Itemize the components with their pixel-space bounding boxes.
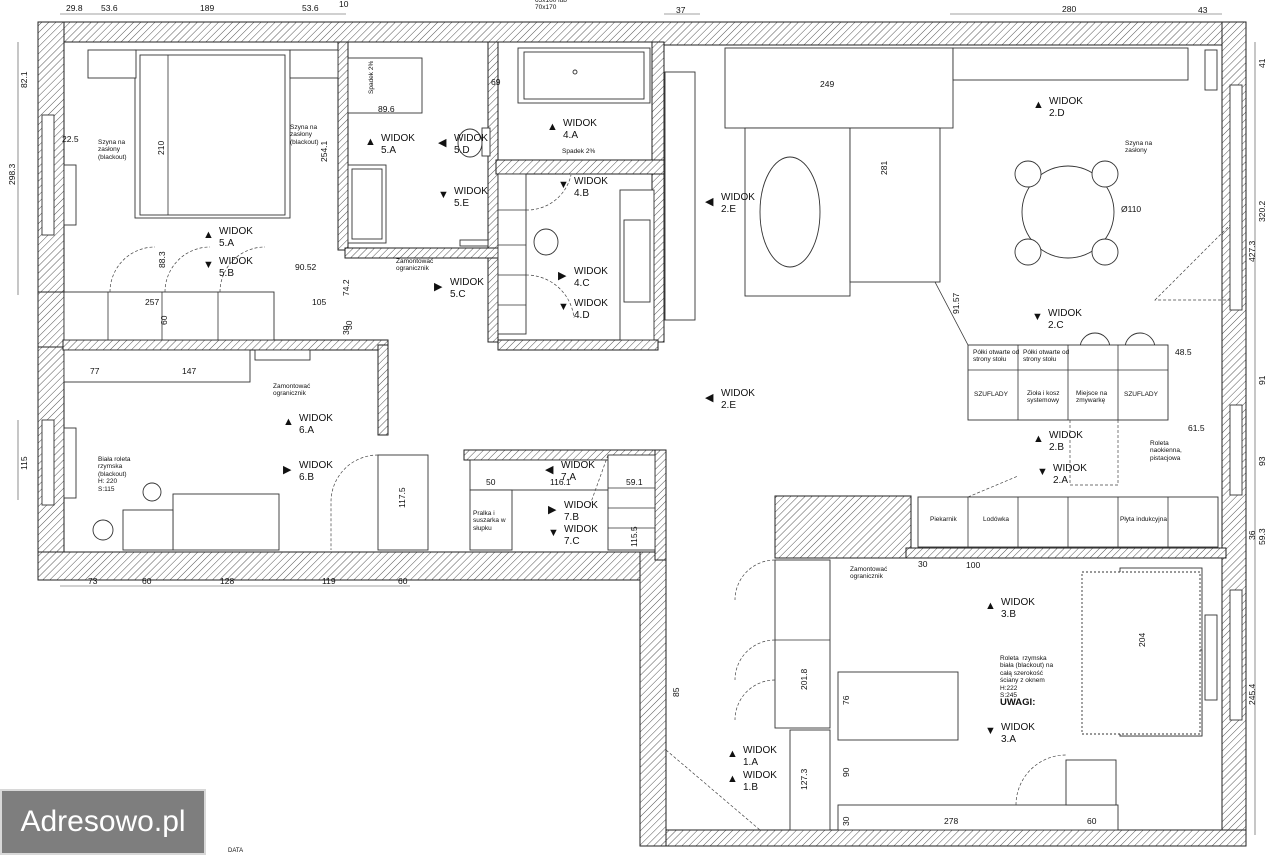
living-3 (837, 567, 1218, 831)
room-7 (469, 454, 656, 551)
room-6 (63, 349, 429, 551)
bathroom-5 (347, 57, 491, 247)
living-dining-2 (664, 47, 1231, 486)
windows (41, 49, 1243, 721)
dimension-lines (17, 13, 1256, 835)
bedroom-5 (63, 49, 339, 341)
hall-1 (665, 559, 831, 831)
watermark: Adresowo.pl (0, 789, 206, 855)
bathroom-4 (497, 47, 655, 341)
footer-stamp: DATA (228, 848, 244, 854)
kitchen (917, 475, 1219, 548)
